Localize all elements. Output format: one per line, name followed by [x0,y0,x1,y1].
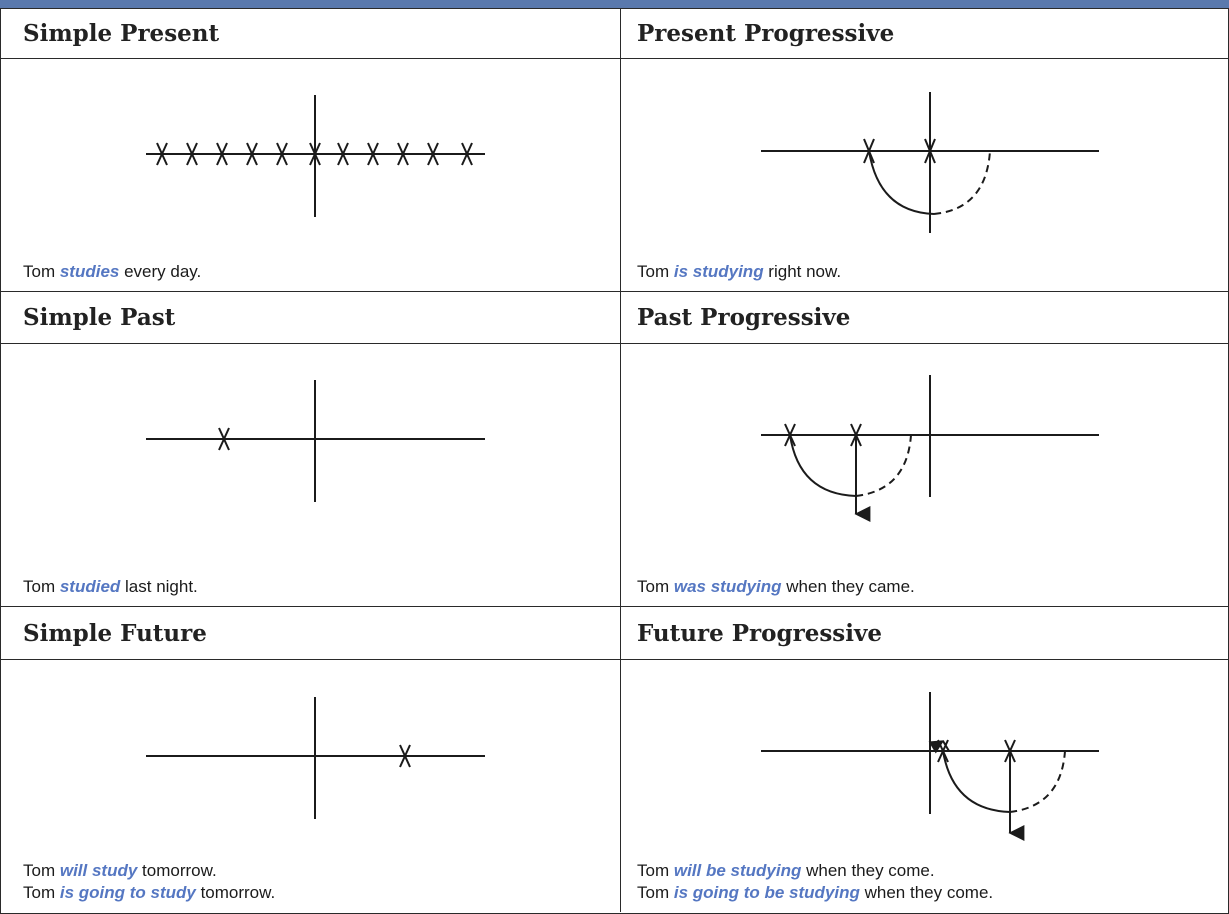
cell-header-past-progressive: Past Progressive [621,292,1228,344]
tense-title: Simple Future [23,619,207,647]
tense-grid: Simple Present Present Progressive [0,8,1229,914]
text-before: Tom [23,883,60,902]
text-after: tomorrow. [195,883,276,902]
example-sentence: Tom studied last night. [23,576,198,598]
text-after: when they come. [859,883,994,902]
x-marks [156,142,473,166]
verb-highlight: was studying [673,577,782,596]
progress-arc [868,150,935,215]
x-mark [218,427,230,451]
cell-body-simple-future: Tom will study tomorrow. Tom is going to… [1,660,621,912]
cell-header-simple-past: Simple Past [1,292,621,344]
tense-title: Simple Past [23,304,176,331]
example-line: Tom studies every day. [23,261,201,283]
example-line: Tom will study tomorrow. [23,860,275,882]
tense-title: Future Progressive [637,619,882,647]
continuation-arc [933,150,991,215]
text-after: right now. [763,262,842,281]
example-sentence: Tom studies every day. [23,261,201,283]
text-after: last night. [120,577,198,596]
text-before: Tom [637,262,674,281]
cell-body-simple-past: Tom studied last night. [1,344,621,607]
verb-highlight: studied [59,577,121,596]
example-line: Tom was studying when they came. [637,576,915,598]
x-mark [924,138,936,164]
timeline-diagram [761,692,1099,841]
example-line: Tom will be studying when they come. [637,860,993,882]
verb-highlight: is going to be studying [673,883,860,902]
tense-title: Past Progressive [637,304,851,331]
cell-header-simple-future: Simple Future [1,607,621,660]
timeline-diagram [146,95,485,217]
text-after: every day. [119,262,202,281]
example-line: Tom is studying right now. [637,261,841,283]
cell-header-future-progressive: Future Progressive [621,607,1228,660]
example-line: Tom is going to study tomorrow. [23,882,275,904]
example-line: Tom is going to be studying when they co… [637,882,993,904]
example-line: Tom studied last night. [23,576,198,598]
verb-highlight: is going to study [59,883,196,902]
text-before: Tom [637,577,674,596]
x-mark [399,744,411,768]
continuation-arc [855,434,912,497]
text-before: Tom [23,861,60,880]
tense-title: Simple Present [23,20,220,47]
text-after: when they come. [801,861,935,880]
timeline-diagram [761,375,1099,522]
verb-highlight: will study [59,861,138,880]
timeline-diagram [761,92,1099,233]
text-before: Tom [23,577,60,596]
example-sentence: Tom will study tomorrow. Tom is going to… [23,860,275,904]
text-before: Tom [637,883,674,902]
text-before: Tom [637,861,674,880]
tense-title: Present Progressive [637,20,895,47]
cell-body-future-progressive: Tom will be studying when they come. Tom… [621,660,1228,912]
verb-highlight: will be studying [673,861,802,880]
verb-highlight: studies [59,262,120,281]
arrow-up [928,740,950,754]
example-sentence: Tom is studying right now. [637,261,841,283]
timeline-diagram [146,380,485,502]
progress-arc [942,750,1011,813]
text-before: Tom [23,262,60,281]
cell-body-simple-present: Tom studies every day. [1,59,621,292]
header-bar [0,0,1229,8]
continuation-arc [1009,750,1066,813]
text-after: tomorrow. [137,861,217,880]
example-sentence: Tom will be studying when they come. Tom… [637,860,993,904]
cell-header-simple-present: Simple Present [1,9,621,59]
text-after: when they came. [781,577,915,596]
timeline-diagram [146,697,485,819]
verb-highlight: is studying [673,262,764,281]
cell-body-present-progressive: Tom is studying right now. [621,59,1228,292]
example-sentence: Tom was studying when they came. [637,576,915,598]
progress-arc [789,434,857,497]
cell-header-present-progressive: Present Progressive [621,9,1228,59]
cell-body-past-progressive: Tom was studying when they came. [621,344,1228,607]
